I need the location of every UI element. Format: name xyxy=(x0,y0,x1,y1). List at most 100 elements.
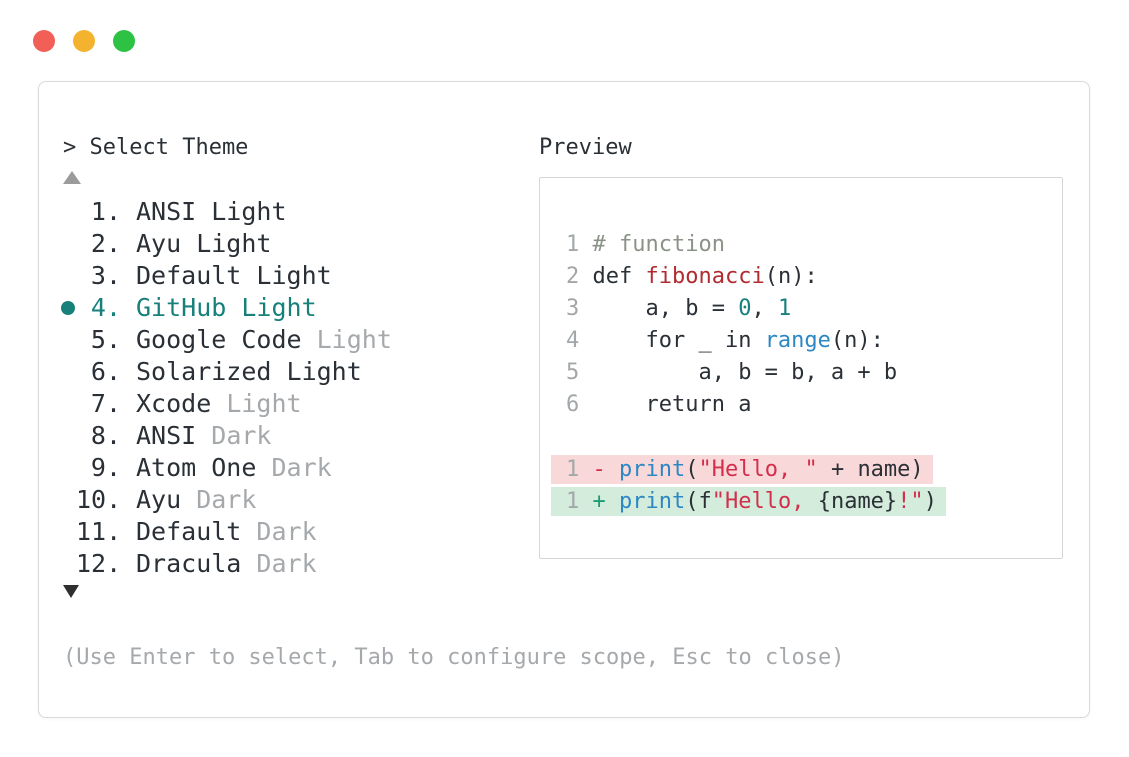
theme-item-name: Atom One xyxy=(136,453,257,482)
theme-list-item[interactable]: 9. Atom One Dark xyxy=(61,452,392,484)
diff-added-line: 1 + print(f"Hello, {name}!") xyxy=(551,485,1062,517)
theme-list-item[interactable]: 3. Default Light xyxy=(61,260,392,292)
theme-item-name: Xcode xyxy=(136,389,212,418)
bullet-placeholder xyxy=(61,452,76,484)
code-token: a, b = xyxy=(592,296,739,321)
diff-removed-line: 1 - print("Hello, " + name) xyxy=(551,453,1062,485)
bullet-placeholder xyxy=(61,420,76,452)
theme-item-variant: Dark xyxy=(241,549,317,578)
code-line xyxy=(566,421,1062,453)
bullet-placeholder xyxy=(61,484,76,516)
preview-title: Preview xyxy=(539,135,632,160)
code-line: 4 for _ in range(n): xyxy=(566,325,1062,357)
plus-sign: + xyxy=(579,488,619,514)
theme-item-name: Dracula xyxy=(136,549,242,578)
theme-list-item[interactable]: 2. Ayu Light xyxy=(61,228,392,260)
theme-item-name: Google Code xyxy=(136,325,302,354)
bullet-placeholder xyxy=(61,516,76,548)
selected-bullet-icon xyxy=(61,292,76,324)
line-number: 4 xyxy=(566,328,580,353)
code-token: for _ in xyxy=(592,328,765,353)
theme-item-name: GitHub Light xyxy=(136,293,317,322)
theme-list-item[interactable]: 7. Xcode Light xyxy=(61,388,392,420)
code-token: # function xyxy=(592,232,725,257)
theme-item-number: 4. xyxy=(90,293,121,322)
theme-list-item[interactable]: 1. ANSI Light xyxy=(61,196,392,228)
theme-item-number: 5. xyxy=(90,325,121,354)
theme-list-item[interactable]: 11. Default Dark xyxy=(61,516,392,548)
theme-item-variant: Dark xyxy=(241,517,317,546)
bullet-placeholder xyxy=(61,356,76,388)
theme-item-name: Ayu xyxy=(136,485,182,514)
code-token: + name) xyxy=(817,456,924,482)
theme-list-item[interactable]: 5. Google Code Light xyxy=(61,324,392,356)
theme-item-variant: Light xyxy=(211,389,302,418)
theme-item-number: 11. xyxy=(76,517,122,546)
line-number: 1 xyxy=(566,488,580,514)
code-token: range xyxy=(764,328,831,353)
theme-item-number: 7. xyxy=(90,389,121,418)
line-number: 1 xyxy=(566,232,580,257)
scroll-down-icon[interactable] xyxy=(63,585,79,598)
code-token: (n): xyxy=(764,264,818,289)
theme-item-name: ANSI Light xyxy=(136,197,287,226)
code-token: (f xyxy=(685,488,712,514)
theme-item-variant: Dark xyxy=(256,453,332,482)
code-token: fibonacci xyxy=(645,264,765,289)
theme-item-variant: Dark xyxy=(181,485,257,514)
theme-item-number: 1. xyxy=(90,197,121,226)
code-token: return a xyxy=(592,392,752,417)
code-token: 0 xyxy=(738,296,752,321)
theme-item-number: 3. xyxy=(90,261,121,290)
code-token: ) xyxy=(923,488,937,514)
code-token: a, b = b, a + b xyxy=(592,360,898,385)
theme-list-item[interactable]: 4. GitHub Light xyxy=(61,292,392,324)
minus-sign: - xyxy=(579,456,619,482)
theme-list-item[interactable]: 12. Dracula Dark xyxy=(61,548,392,580)
theme-item-number: 8. xyxy=(90,421,121,450)
bullet-placeholder xyxy=(61,228,76,260)
theme-item-variant: Light xyxy=(301,325,392,354)
code-line: 6 return a xyxy=(566,389,1062,421)
code-token: "Hello, " xyxy=(698,456,818,482)
theme-list-item[interactable]: 6. Solarized Light xyxy=(61,356,392,388)
theme-item-number: 6. xyxy=(90,357,121,386)
close-button[interactable] xyxy=(33,30,55,52)
line-number: 2 xyxy=(566,264,580,289)
bullet-placeholder xyxy=(61,260,76,292)
theme-item-number: 2. xyxy=(90,229,121,258)
theme-list-item[interactable]: 8.ANSI Dark xyxy=(61,420,392,452)
theme-item-number: 9. xyxy=(90,453,121,482)
code-token: print xyxy=(619,488,686,514)
code-token: 1 xyxy=(777,296,792,321)
zoom-button[interactable] xyxy=(113,30,135,52)
code-token: {name} xyxy=(817,488,898,514)
select-theme-title: > Select Theme xyxy=(63,135,249,160)
minimize-button[interactable] xyxy=(73,30,95,52)
theme-item-name: Solarized Light xyxy=(136,357,362,386)
bullet-placeholder xyxy=(61,388,76,420)
bullet-placeholder xyxy=(61,324,76,356)
code-token: print xyxy=(619,456,686,482)
code-line: 2 def fibonacci(n): xyxy=(566,261,1062,293)
line-number: 5 xyxy=(566,360,580,385)
theme-item-name: Default Light xyxy=(136,261,332,290)
theme-item-name: Ayu Light xyxy=(136,229,272,258)
code-line: 5 a, b = b, a + b xyxy=(566,357,1062,389)
code-line: 1 # function xyxy=(566,229,1062,261)
diff-highlight: 1 + print(f"Hello, {name}!") xyxy=(551,486,946,516)
traffic-lights xyxy=(33,30,135,52)
line-number: 1 xyxy=(566,456,580,482)
code-token: !" xyxy=(897,488,924,514)
theme-item-name: Default xyxy=(136,517,242,546)
code-token: def xyxy=(592,264,646,289)
scroll-up-icon[interactable] xyxy=(63,171,81,184)
theme-list-item[interactable]: 10. Ayu Dark xyxy=(61,484,392,516)
theme-picker-panel: > Select Theme Preview 1. ANSI Light 2. Ayu… xyxy=(38,81,1090,718)
theme-item-number: 12. xyxy=(76,549,122,578)
theme-item-variant: Dark xyxy=(196,421,272,450)
line-number: 6 xyxy=(566,392,580,417)
theme-item-number: 10. xyxy=(76,485,122,514)
